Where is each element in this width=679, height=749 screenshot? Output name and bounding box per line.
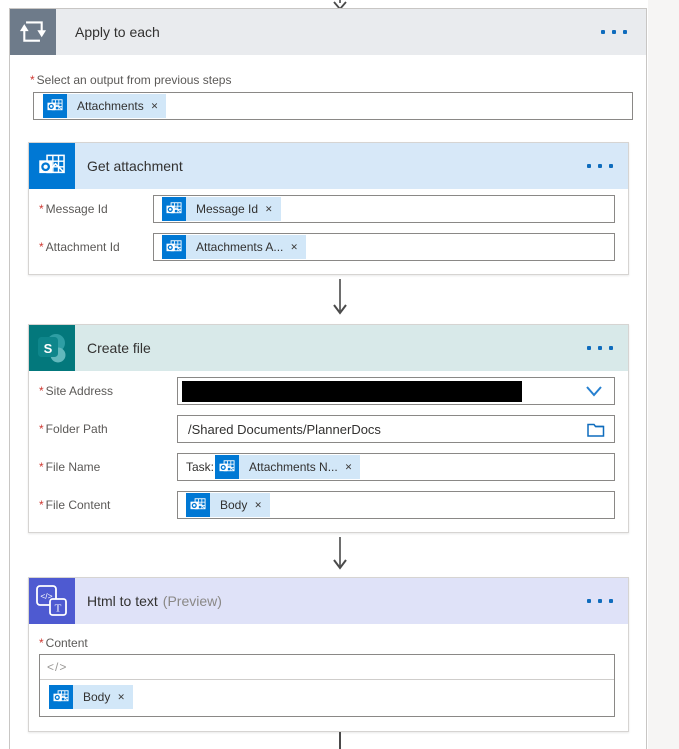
message-id-label: *Message Id — [39, 202, 108, 216]
html-to-text-icon: </> T — [29, 578, 75, 624]
attachment-id-label: *Attachment Id — [39, 240, 120, 254]
folder-picker-icon[interactable] — [586, 421, 605, 438]
get-attachment-header[interactable]: Get attachment — [29, 143, 628, 189]
token-message-id[interactable]: Message Id ✕ — [162, 197, 281, 221]
token-attachments-name[interactable]: Attachments N... ✕ — [215, 455, 361, 479]
site-address-dropdown[interactable] — [177, 377, 615, 405]
outlook-icon — [186, 493, 210, 517]
apply-to-each-loop-icon — [10, 9, 56, 55]
token-attachments-attachment-id[interactable]: Attachments A... ✕ — [162, 235, 306, 259]
outlook-icon — [162, 235, 186, 259]
folder-path-value: /Shared Documents/PlannerDocs — [188, 421, 381, 437]
folder-path-label: *Folder Path — [39, 422, 108, 436]
token-body[interactable]: Body ✕ — [49, 685, 133, 709]
outlook-icon — [162, 197, 186, 221]
card-more-menu-icon[interactable] — [580, 595, 613, 607]
file-name-label: *File Name — [39, 460, 101, 474]
card-title: Create file — [87, 340, 151, 356]
remove-token-icon[interactable]: ✕ — [344, 461, 353, 472]
outlook-icon — [215, 455, 240, 479]
file-name-input[interactable]: Task: Attachments N... ✕ — [177, 453, 615, 481]
card-more-menu-icon[interactable] — [580, 342, 613, 354]
outlook-icon — [43, 94, 67, 118]
site-address-label: *Site Address — [39, 384, 114, 398]
card-title: Html to text(Preview) — [87, 593, 222, 609]
flow-connector — [28, 533, 629, 577]
remove-token-icon[interactable]: ✕ — [117, 691, 125, 702]
html-to-text-card: </> T Html to text(Preview) *Content </> — [28, 577, 629, 732]
remove-token-icon[interactable]: ✕ — [265, 203, 273, 214]
apply-to-each-titlebar: Apply to each — [56, 9, 646, 55]
svg-text:S: S — [44, 341, 53, 356]
chevron-down-icon[interactable] — [585, 384, 603, 398]
create-file-card: S Create file *Site Address *Folder — [28, 324, 629, 533]
editor-toolbar[interactable]: </> — [40, 655, 614, 680]
apply-to-each-scope: Apply to each *Select an output from pre… — [9, 8, 647, 749]
svg-text:</>: </> — [40, 591, 52, 601]
flow-connector-line-bottom — [339, 732, 341, 749]
remove-token-icon[interactable]: ✕ — [254, 499, 262, 510]
outlook-icon — [29, 143, 75, 189]
sharepoint-icon: S — [29, 325, 75, 371]
preview-badge: (Preview) — [162, 593, 222, 609]
remove-token-icon[interactable]: ✕ — [150, 100, 159, 111]
html-to-text-header[interactable]: </> T Html to text(Preview) — [29, 578, 628, 624]
card-more-menu-icon[interactable] — [580, 160, 613, 172]
file-content-input[interactable]: Body ✕ — [177, 491, 615, 519]
folder-path-input[interactable]: /Shared Documents/PlannerDocs — [177, 415, 615, 443]
select-output-label: *Select an output from previous steps — [30, 73, 232, 87]
remove-token-icon[interactable]: ✕ — [290, 241, 298, 252]
svg-text:T: T — [55, 603, 62, 615]
file-content-label: *File Content — [39, 498, 111, 512]
outlook-icon — [49, 685, 73, 709]
content-label: *Content — [39, 636, 88, 650]
select-output-input[interactable]: Attachments ✕ — [33, 92, 633, 120]
get-attachment-card: Get attachment *Message Id Message Id ✕ … — [28, 142, 629, 275]
content-editor[interactable]: </> Body ✕ — [39, 654, 615, 717]
token-attachments[interactable]: Attachments ✕ — [43, 94, 167, 118]
redacted-site-address — [182, 380, 522, 402]
file-name-prefix-text: Task: — [186, 460, 215, 474]
create-file-header[interactable]: S Create file — [29, 325, 628, 371]
token-body[interactable]: Body ✕ — [186, 493, 270, 517]
code-view-icon[interactable]: </> — [47, 660, 68, 674]
message-id-input[interactable]: Message Id ✕ — [153, 195, 615, 223]
apply-to-each-header[interactable]: Apply to each — [10, 9, 646, 55]
card-title: Get attachment — [87, 158, 183, 174]
flow-connector — [28, 275, 629, 324]
scope-more-menu-icon[interactable] — [594, 26, 627, 38]
attachment-id-input[interactable]: Attachments A... ✕ — [153, 233, 615, 261]
page-background-strip — [648, 0, 679, 749]
scope-title: Apply to each — [75, 24, 160, 40]
